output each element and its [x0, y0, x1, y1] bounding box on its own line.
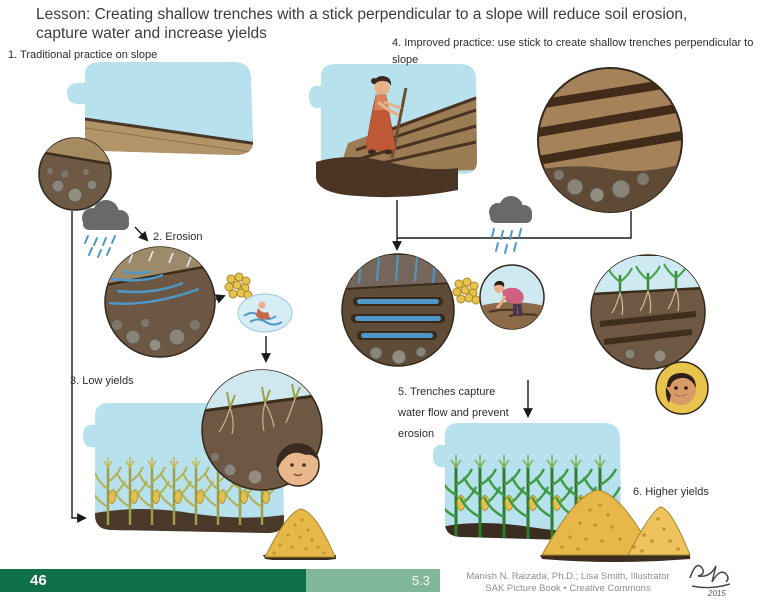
step5-label: 5. Trenches capture water flow and preve…	[398, 386, 509, 440]
illustrator-signature: 2015	[689, 564, 731, 598]
bending-farmer	[494, 280, 524, 317]
slope-field	[77, 116, 254, 156]
footer-section-segment: 5.3	[306, 569, 440, 592]
footer-bar: 46 5.3	[0, 569, 440, 592]
soil-roots-detail	[202, 370, 322, 485]
smiling-face	[665, 373, 696, 405]
farmer-face	[277, 444, 319, 473]
rain-drops	[491, 228, 522, 254]
dark-ground	[316, 157, 458, 198]
connector-cloud-to-erosion	[134, 226, 149, 242]
illustration-trench-closeup-circle	[537, 67, 683, 213]
section-number: 5.3	[411, 573, 430, 588]
rain-cloud-icon	[82, 200, 129, 258]
page-number: 46	[30, 572, 47, 589]
illustration-low-yields	[82, 369, 336, 560]
step6-label: 6. Higher yields	[633, 486, 709, 498]
lesson-title: Lesson: Creating shallow trenches with a…	[36, 6, 688, 42]
illustration-erosion-circle	[104, 246, 216, 358]
happy-farmer-face-circle	[655, 361, 709, 415]
rain-cloud-icon	[489, 196, 532, 254]
signature-year: 2015	[707, 589, 726, 598]
farmer-with-stick	[365, 76, 408, 159]
rain-streaks	[128, 250, 192, 268]
connector-step1-to-step3	[71, 211, 87, 523]
illustration-improved-practice	[308, 63, 478, 198]
figure-head	[258, 301, 266, 309]
step2-label: 2. Erosion	[153, 231, 203, 243]
step1-label: 1. Traditional practice on slope	[8, 49, 158, 61]
illustration-higher-yields	[432, 422, 691, 562]
connector-trench-circle-line	[397, 211, 632, 239]
step3-label: 3. Low yields	[70, 375, 134, 387]
credit-license: SAK Picture Book • Creative Commons	[485, 583, 651, 594]
rain-drops	[84, 235, 116, 258]
step4-label: 4. Improved practice: use stick to creat…	[392, 37, 754, 66]
grain-texture	[560, 503, 680, 553]
seed-cluster-icon	[452, 277, 481, 305]
credits: Manish N. Raizada, Ph.D.; Lisa Smith, Il…	[452, 571, 684, 595]
roots	[611, 288, 680, 316]
illustration-planting-circle	[479, 264, 545, 330]
soil-cross-section-detail	[39, 138, 111, 203]
illustration-traditional-slope	[38, 61, 254, 211]
credit-authors: Manish N. Raizada, Ph.D.; Lisa Smith, Il…	[466, 571, 670, 582]
illustration-seedlings-circle	[590, 254, 706, 370]
small-grain-pile	[264, 508, 336, 558]
water-runoff-streaks	[108, 269, 200, 305]
illustration-water-capture-circle	[341, 253, 455, 367]
grain-texture	[272, 518, 326, 555]
figure-body	[256, 308, 270, 320]
water-filled-trenches	[351, 297, 445, 340]
second-grain-pile	[627, 506, 691, 556]
washed-away-splash	[237, 293, 293, 333]
pale-maize-field	[89, 455, 284, 534]
